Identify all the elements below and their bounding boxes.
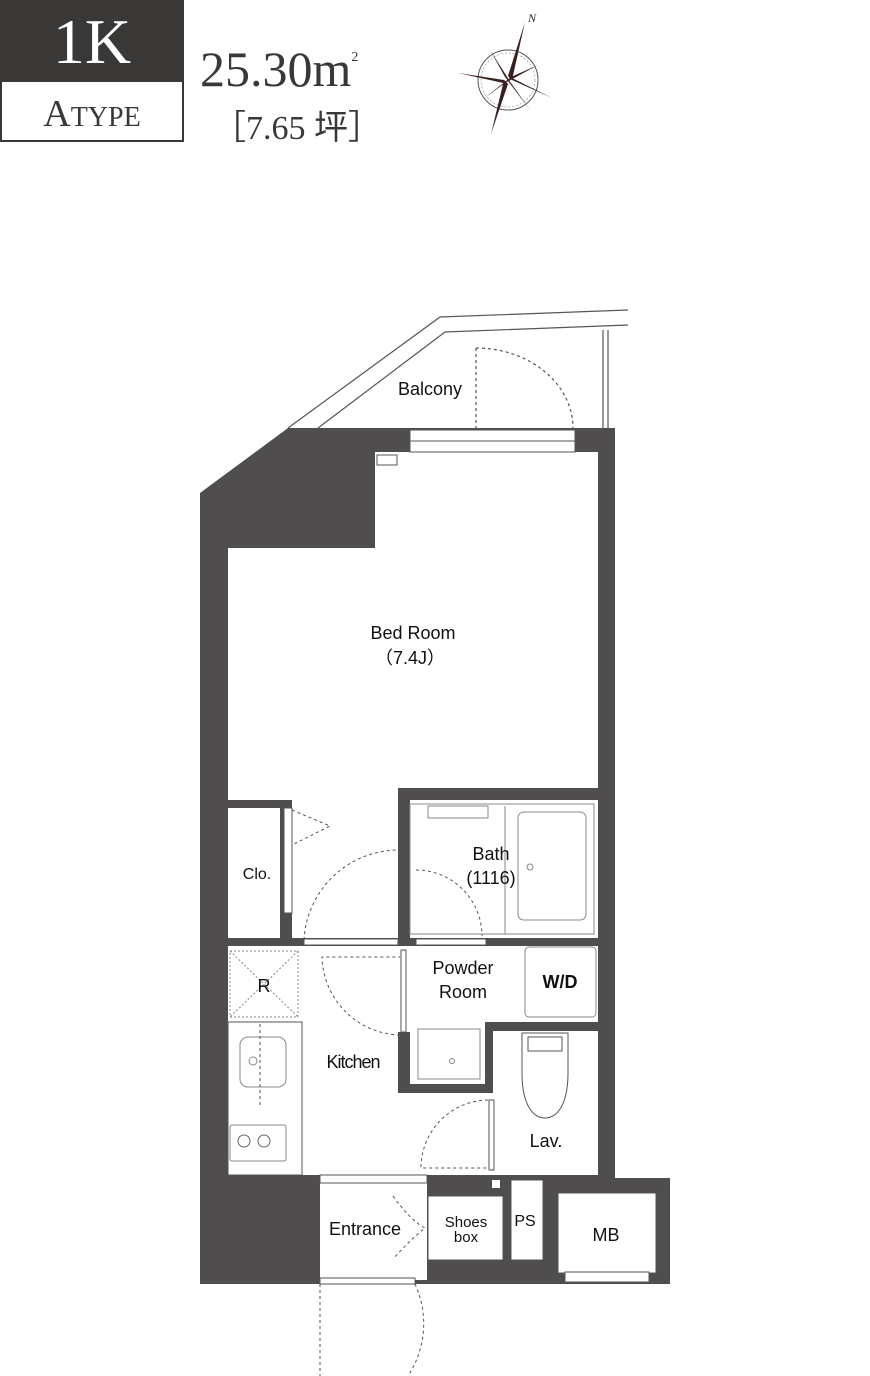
shoes-box-label-1: Shoes <box>445 1214 488 1231</box>
pipe-space-label: PS <box>514 1213 535 1230</box>
entrance-door <box>319 1277 416 1285</box>
kitchen-counter <box>227 1021 303 1176</box>
closet <box>228 808 280 938</box>
bathtub <box>517 811 587 921</box>
floor-area: 25.30m2 <box>200 40 358 98</box>
stove <box>229 1124 287 1162</box>
fridge-space <box>229 950 299 1018</box>
powder-room-label-2: Room <box>439 982 487 1002</box>
unit-type-label: ATYPE <box>0 82 184 142</box>
pipe-space <box>510 1179 544 1261</box>
bedroom-size: （7.4J） <box>375 648 445 668</box>
lavatory-label: Lav. <box>530 1131 563 1151</box>
meter-box <box>557 1192 657 1274</box>
bedroom-label: Bed Room <box>370 623 455 643</box>
bath-label: Bath <box>472 844 509 864</box>
entrance <box>320 1183 427 1280</box>
balcony <box>287 309 629 430</box>
washbasin <box>417 1028 481 1080</box>
washer-space <box>524 946 597 1018</box>
compass-icon: N <box>458 11 552 134</box>
entrance-label: Entrance <box>329 1219 401 1239</box>
balcony-label: Balcony <box>398 379 462 399</box>
area-superscript: 2 <box>351 50 359 65</box>
tsubo-area: ［7.65 坪］ <box>212 110 382 147</box>
washer-label: W/D <box>543 972 578 992</box>
kitchen-label: Kitchen <box>326 1052 379 1072</box>
bathroom <box>410 800 598 938</box>
meter-box-label: MB <box>593 1225 620 1245</box>
layout-type: 1K <box>52 6 132 77</box>
fridge-label: R <box>258 976 271 996</box>
type-initial: A <box>43 93 71 135</box>
shoes-box <box>427 1195 504 1261</box>
closet-label: Clo. <box>243 866 271 883</box>
sink <box>239 1036 287 1088</box>
shoes-box-label-2: box <box>454 1229 479 1246</box>
compass-north-label: N <box>527 11 537 25</box>
area-value: 25.30m <box>200 41 352 97</box>
toilet <box>521 1032 569 1119</box>
type-rest: TYPE <box>70 102 141 133</box>
bath-size: (1116) <box>466 868 515 888</box>
powder-room-label-1: Powder <box>432 958 493 978</box>
layout-type-badge: 1K <box>0 0 184 82</box>
